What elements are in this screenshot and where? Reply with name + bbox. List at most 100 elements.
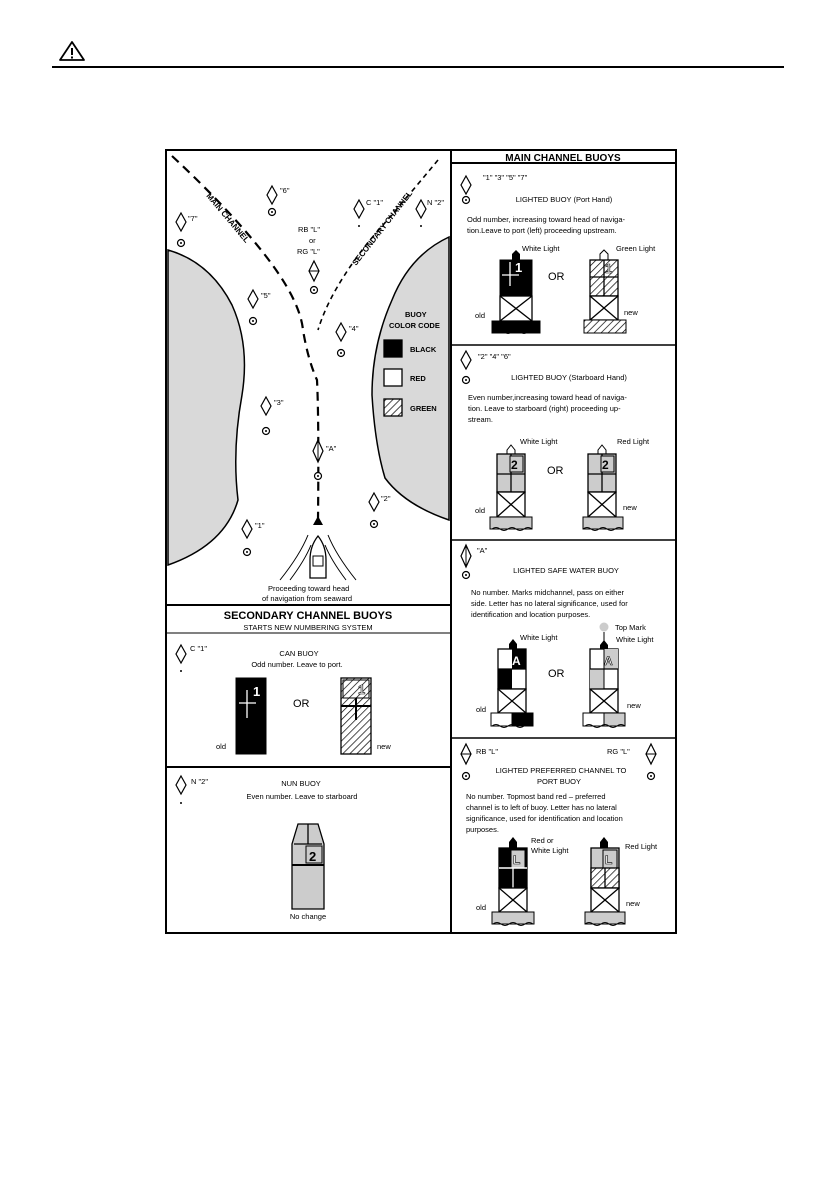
starboard-desc-2: tion. Leave to starboard (right) proceed… [468, 404, 621, 413]
starboard-desc-3: stream. [468, 415, 493, 424]
buoy-7-marker: "7" [175, 211, 198, 248]
starboard-buoy-old: 2 [489, 444, 533, 531]
preferred-rb: RB "L" [476, 747, 498, 756]
buoy-1-marker: "1" [241, 518, 265, 557]
buoy-3-marker: "3" [260, 395, 284, 436]
legend-black-swatch [383, 339, 403, 358]
buoy-1-label: "1" [255, 521, 265, 530]
preferred-desc-1: No number. Topmost band red – preferred [466, 792, 606, 801]
preferred-new-label: new [626, 899, 640, 908]
buoy-7-label: "7" [188, 214, 198, 223]
nun-label: N "2" [191, 777, 208, 786]
buoy-6-marker: "6" [266, 184, 290, 217]
legend-green-swatch [383, 398, 403, 417]
can-buoy-old: 1 [235, 677, 267, 755]
port-or: OR [548, 271, 565, 283]
nun-number: 2 [309, 849, 316, 864]
buoy-n2-marker: N "2" [415, 198, 444, 227]
buoy-a-marker: "A" [312, 438, 337, 481]
safe-desc-1: No number. Marks midchannel, pass on eit… [471, 588, 624, 597]
starboard-title: LIGHTED BUOY (Starboard Hand) [511, 373, 627, 382]
buoy-3-label: "3" [274, 398, 284, 407]
or-small: or [309, 236, 316, 245]
starboard-or: OR [547, 465, 564, 477]
port-buoy-new: 1 [583, 249, 627, 334]
legend-title-1: BUOY [405, 310, 427, 319]
starboard-old-label: old [475, 506, 485, 515]
rg-l-label: RG "L" [297, 247, 320, 256]
rb-l-label: RB "L" [298, 225, 320, 234]
safe-desc-3: identification and location purposes. [471, 610, 590, 619]
port-old-number: 1 [515, 260, 522, 275]
safe-light-old: White Light [520, 633, 558, 642]
buoy-c1-label: C "1" [366, 198, 383, 207]
can-or: OR [293, 698, 310, 710]
preferred-light-old-2: White Light [531, 846, 569, 855]
nun-desc: Even number. Leave to starboard [247, 792, 358, 801]
boat-icon: Proceeding toward head of navigation fro… [262, 516, 357, 603]
preferred-buoy-old: L [491, 837, 535, 926]
buoy-color-code-legend: BUOY COLOR CODE BLACK RED GREEN [383, 310, 440, 417]
safe-new-label: new [627, 701, 641, 710]
safe-new-letter: A [604, 654, 613, 668]
safe-buoy-old: A [490, 639, 534, 728]
preferred-desc-2: channel is to left of buoy. Letter has n… [466, 803, 617, 812]
preferred-buoy-new: L [584, 837, 626, 926]
preferred-light-new: Red Light [625, 842, 658, 851]
warning-icon [58, 40, 86, 67]
buoy-5-marker: "5" [247, 288, 271, 326]
can-old-label: old [216, 742, 226, 751]
starboard-new-label: new [623, 503, 637, 512]
can-desc: Odd number. Leave to port. [251, 660, 342, 669]
nun-no-change: No change [290, 912, 326, 921]
secondary-subtitle: STARTS NEW NUMBERING SYSTEM [243, 623, 372, 632]
port-buoy-old: 1 [491, 250, 541, 334]
safe-top-mark: Top Mark [615, 623, 646, 632]
secondary-section: SECONDARY CHANNEL BUOYS STARTS NEW NUMBE… [175, 610, 393, 921]
legend-black: BLACK [410, 345, 437, 354]
preferred-title-2: PORT BUOY [537, 777, 581, 786]
preferred-rg: RG "L" [607, 747, 630, 756]
safe-old-label: old [476, 705, 486, 714]
safe-desc-2: side. Letter has no lateral significance… [471, 599, 628, 608]
legend-green: GREEN [410, 404, 437, 413]
buoy-c1-marker: C "1" [353, 198, 383, 227]
buoy-2-label: "2" [381, 494, 391, 503]
buoy-5-label: "5" [261, 291, 271, 300]
can-new-label: new [377, 742, 391, 751]
header-rule [52, 66, 784, 68]
can-buoy-new: 1 [340, 677, 372, 755]
main-buoys-section: MAIN CHANNEL BUOYS "1" "3" "5" "7" LIGHT… [460, 153, 658, 926]
nun-buoy: 2 [291, 823, 325, 910]
safe-or: OR [548, 668, 565, 680]
port-light-new: Green Light [616, 244, 656, 253]
safe-title: LIGHTED SAFE WATER BUOY [513, 566, 619, 575]
nun-title: NUN BUOY [281, 779, 321, 788]
buoy-4-label: "4" [349, 324, 359, 333]
secondary-title: SECONDARY CHANNEL BUOYS [224, 610, 393, 622]
can-title: CAN BUOY [279, 649, 318, 658]
port-new-number: 1 [605, 261, 612, 276]
main-buoys-title: MAIN CHANNEL BUOYS [505, 153, 621, 164]
preferred-new-letter: L [605, 853, 612, 867]
legend-title-2: COLOR CODE [389, 321, 440, 330]
safe-light-new: White Light [616, 635, 654, 644]
buoy-2-marker: "2" [368, 491, 391, 529]
buoy-l-marker [308, 259, 320, 295]
left-shore [167, 249, 246, 567]
preferred-title-1: LIGHTED PREFERRED CHANNEL TO [496, 766, 627, 775]
buoy-a-label: "A" [326, 444, 337, 453]
port-old-label: old [475, 311, 485, 320]
preferred-desc-4: purposes. [466, 825, 499, 834]
can-label: C "1" [190, 644, 207, 653]
safe-old-letter: A [512, 654, 521, 668]
preferred-desc-3: significance, used for identification an… [466, 814, 623, 823]
starboard-light-new: Red Light [617, 437, 650, 446]
can-old-number: 1 [253, 684, 260, 699]
port-title: LIGHTED BUOY (Port Hand) [516, 195, 613, 204]
preferred-old-label: old [476, 903, 486, 912]
safe-buoy-new: A [582, 622, 626, 728]
port-desc-1: Odd number, increasing toward head of na… [467, 215, 626, 224]
right-shore [371, 235, 450, 522]
